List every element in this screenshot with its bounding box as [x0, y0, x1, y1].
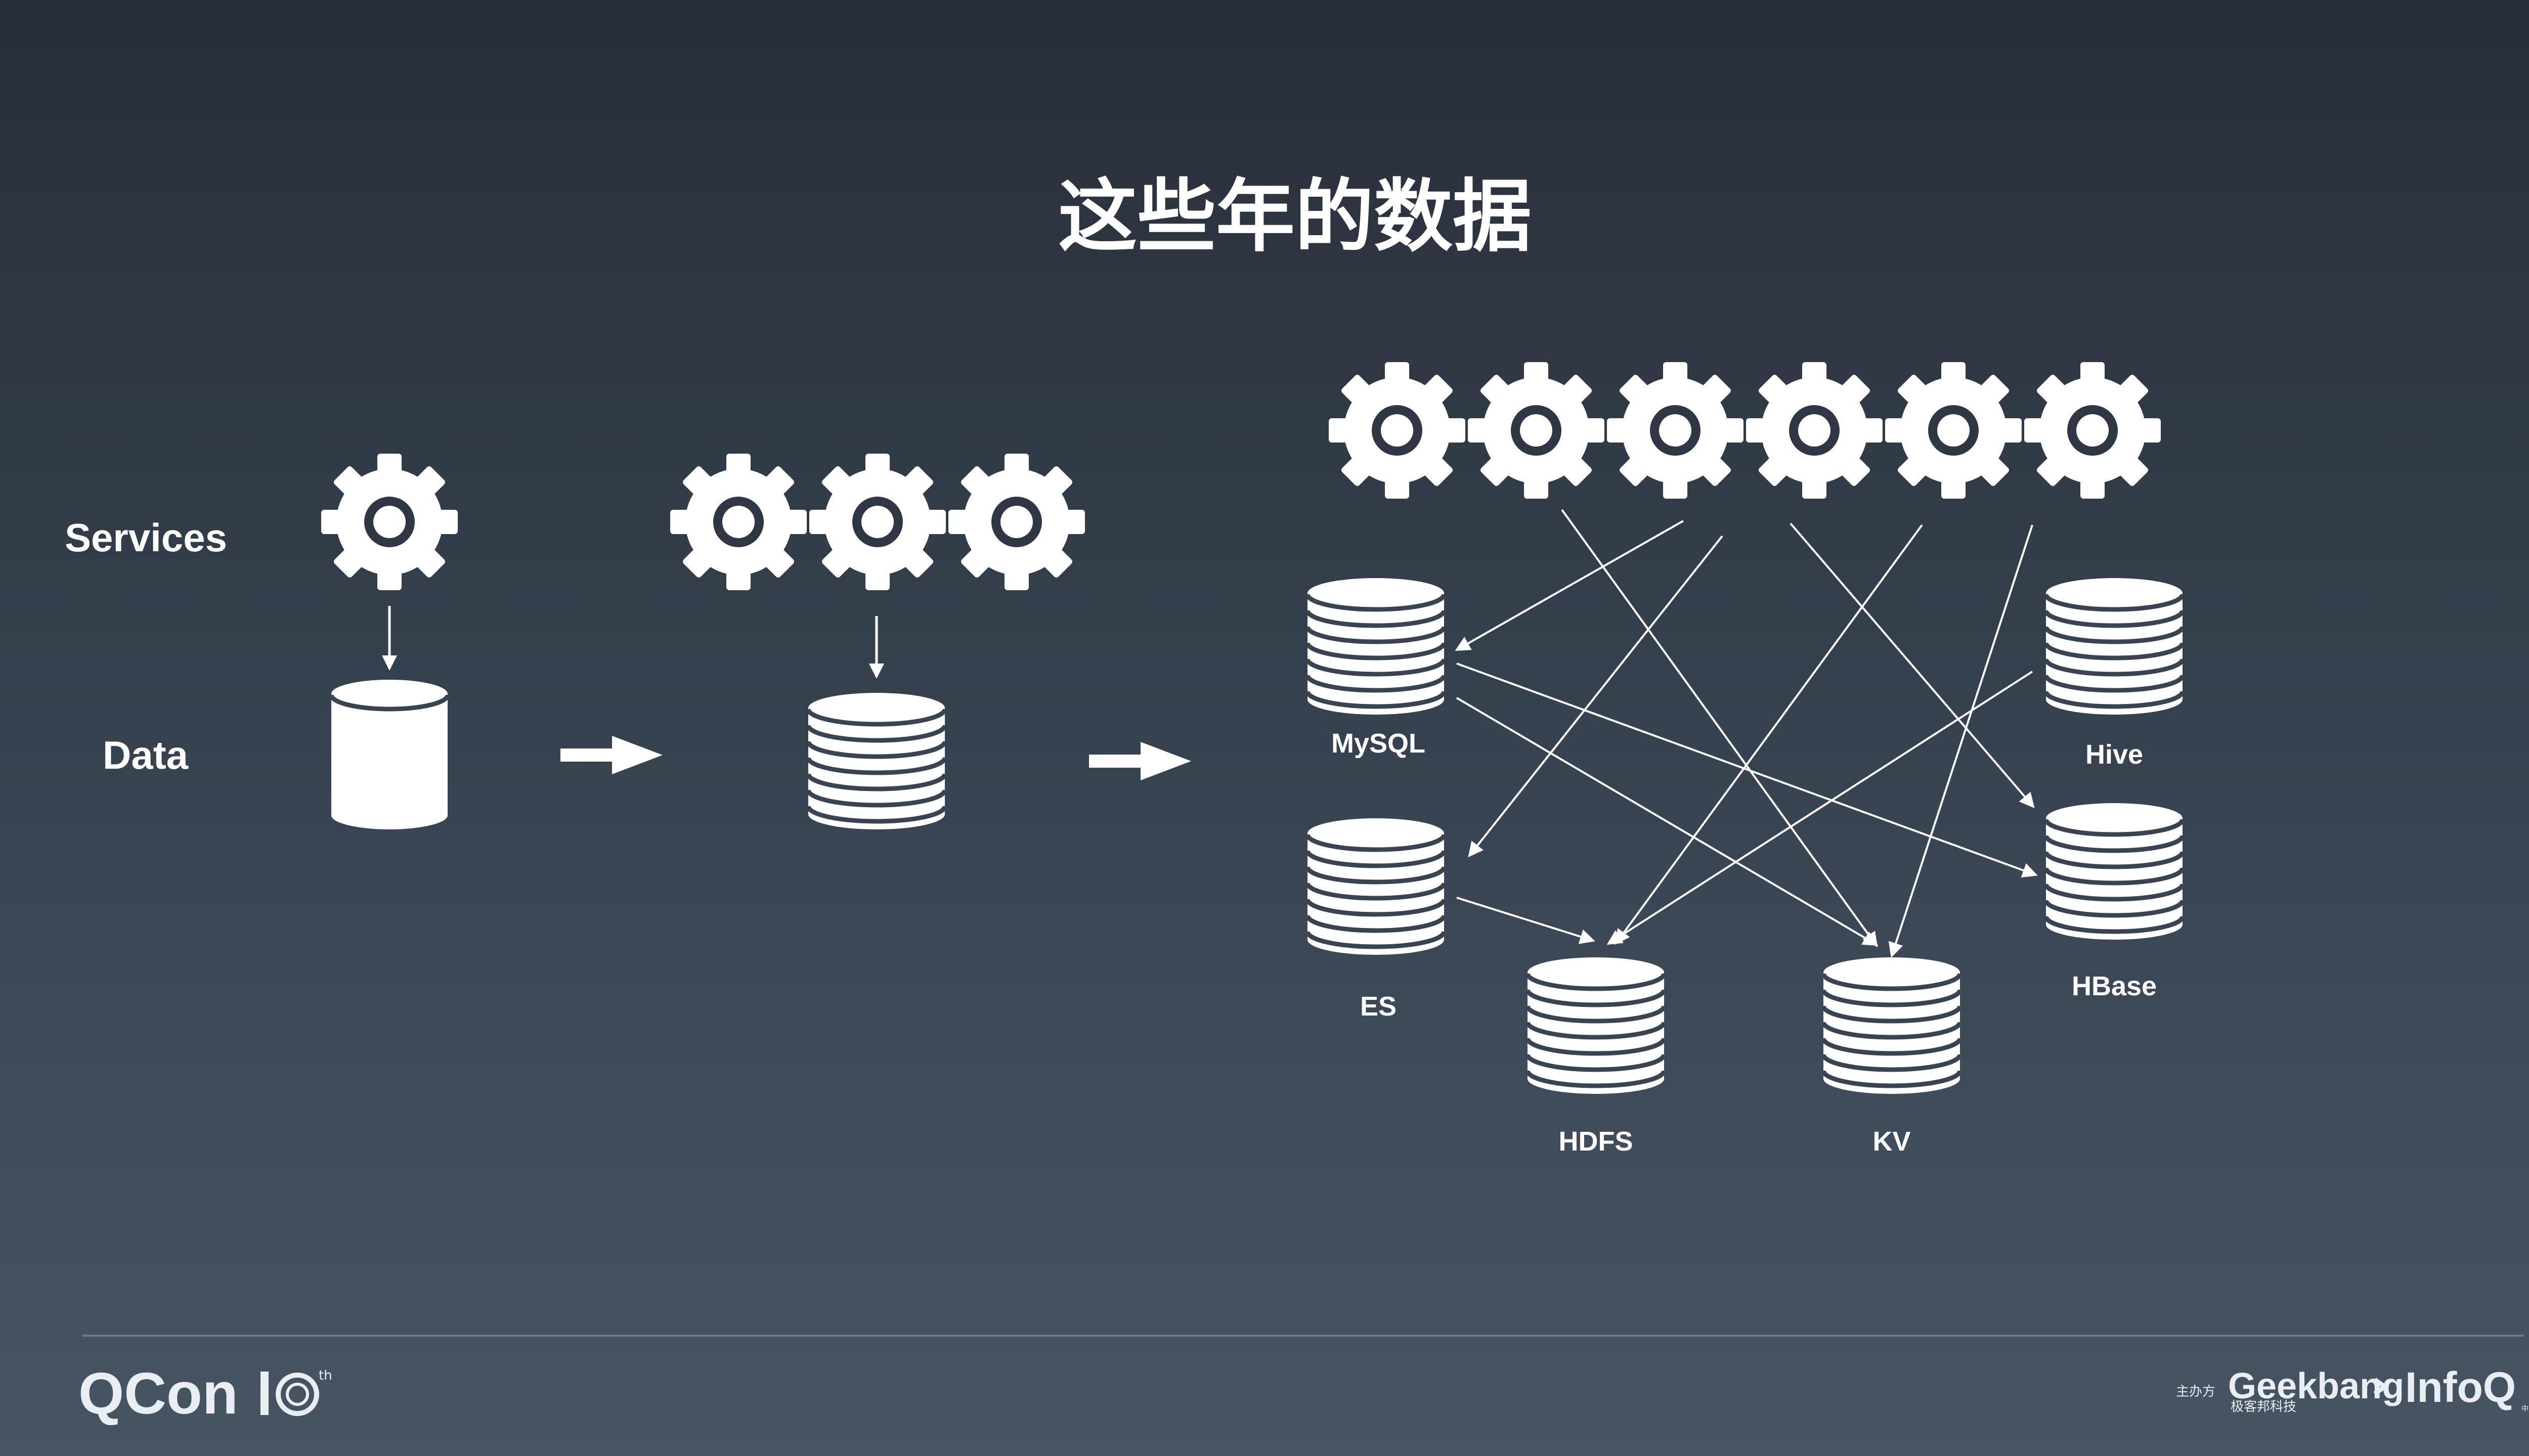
connection-arrow — [1888, 524, 2033, 958]
connection-arrow — [1615, 524, 1923, 945]
hive-database-icon — [2046, 578, 2183, 715]
connection-arrow — [1456, 697, 1879, 946]
es-database-icon — [1307, 818, 1444, 955]
qcon-10-zero-icon — [276, 1373, 319, 1416]
hive-label: Hive — [2085, 739, 2143, 770]
qcon-logo: QCon th — [78, 1360, 332, 1426]
geekbang-cn: 极客邦科技 — [2231, 1399, 2296, 1415]
services-row-label: Services — [65, 515, 227, 560]
infoq-wordmark: InfoQ — [2405, 1363, 2516, 1411]
geekbang-wordmark: Geekbang — [2228, 1366, 2404, 1406]
stage-2-group — [670, 454, 1085, 829]
gear-icon — [2024, 362, 2161, 499]
gear-icon — [1607, 362, 1743, 499]
connection-arrow — [1561, 509, 1878, 948]
gear-icon — [1468, 362, 1604, 499]
stage-1-group — [321, 454, 458, 829]
gear-icon — [809, 454, 946, 590]
organizer-logos: 主办方 Geekbang 极客邦科技 InfoQ 中文站 — [2176, 1363, 2529, 1415]
organizer-label: 主办方 — [2176, 1384, 2215, 1399]
gear-icon — [321, 454, 458, 590]
connection-arrow — [1790, 522, 2035, 809]
gear-icon — [1329, 362, 1465, 499]
slide-title: 这些年的数据 — [1058, 170, 1532, 262]
right-arrow-icon — [1089, 742, 1191, 780]
mysql-label: MySQL — [1331, 728, 1425, 759]
hbase-label: HBase — [2072, 971, 2157, 1001]
hdfs-label: HDFS — [1559, 1126, 1633, 1157]
qcon-10-one — [260, 1372, 269, 1415]
gear-icon — [1885, 362, 2022, 499]
infoq-suffix: 中文站 — [2521, 1405, 2529, 1413]
data-row-label: Data — [103, 733, 189, 777]
kv-label: KV — [1872, 1126, 1910, 1157]
connection-arrow — [1455, 520, 1684, 651]
hdfs-database-icon — [1528, 957, 1664, 1094]
gear-icon — [948, 454, 1085, 590]
stage-3-group: MySQL ES HDFS KV Hive HBase — [1307, 362, 2183, 1157]
right-arrow-icon — [560, 736, 663, 774]
gear-icon — [1746, 362, 1883, 499]
hbase-database-icon — [2046, 803, 2183, 940]
connection-arrow — [1606, 671, 2033, 945]
connection-arrow — [1456, 897, 1595, 944]
qcon-wordmark: QCon — [78, 1360, 238, 1426]
es-label: ES — [1360, 991, 1397, 1022]
mysql-database-icon — [1307, 578, 1444, 715]
database-icon — [329, 680, 450, 829]
connection-arrow — [1468, 535, 1723, 858]
gear-icon — [670, 454, 807, 590]
connection-arrow — [1456, 663, 2038, 878]
geekbang-chevron-icon — [2373, 1378, 2389, 1396]
database-stack-icon — [808, 693, 945, 829]
kv-database-icon — [1823, 957, 1960, 1094]
qcon-edition: th — [319, 1368, 332, 1383]
